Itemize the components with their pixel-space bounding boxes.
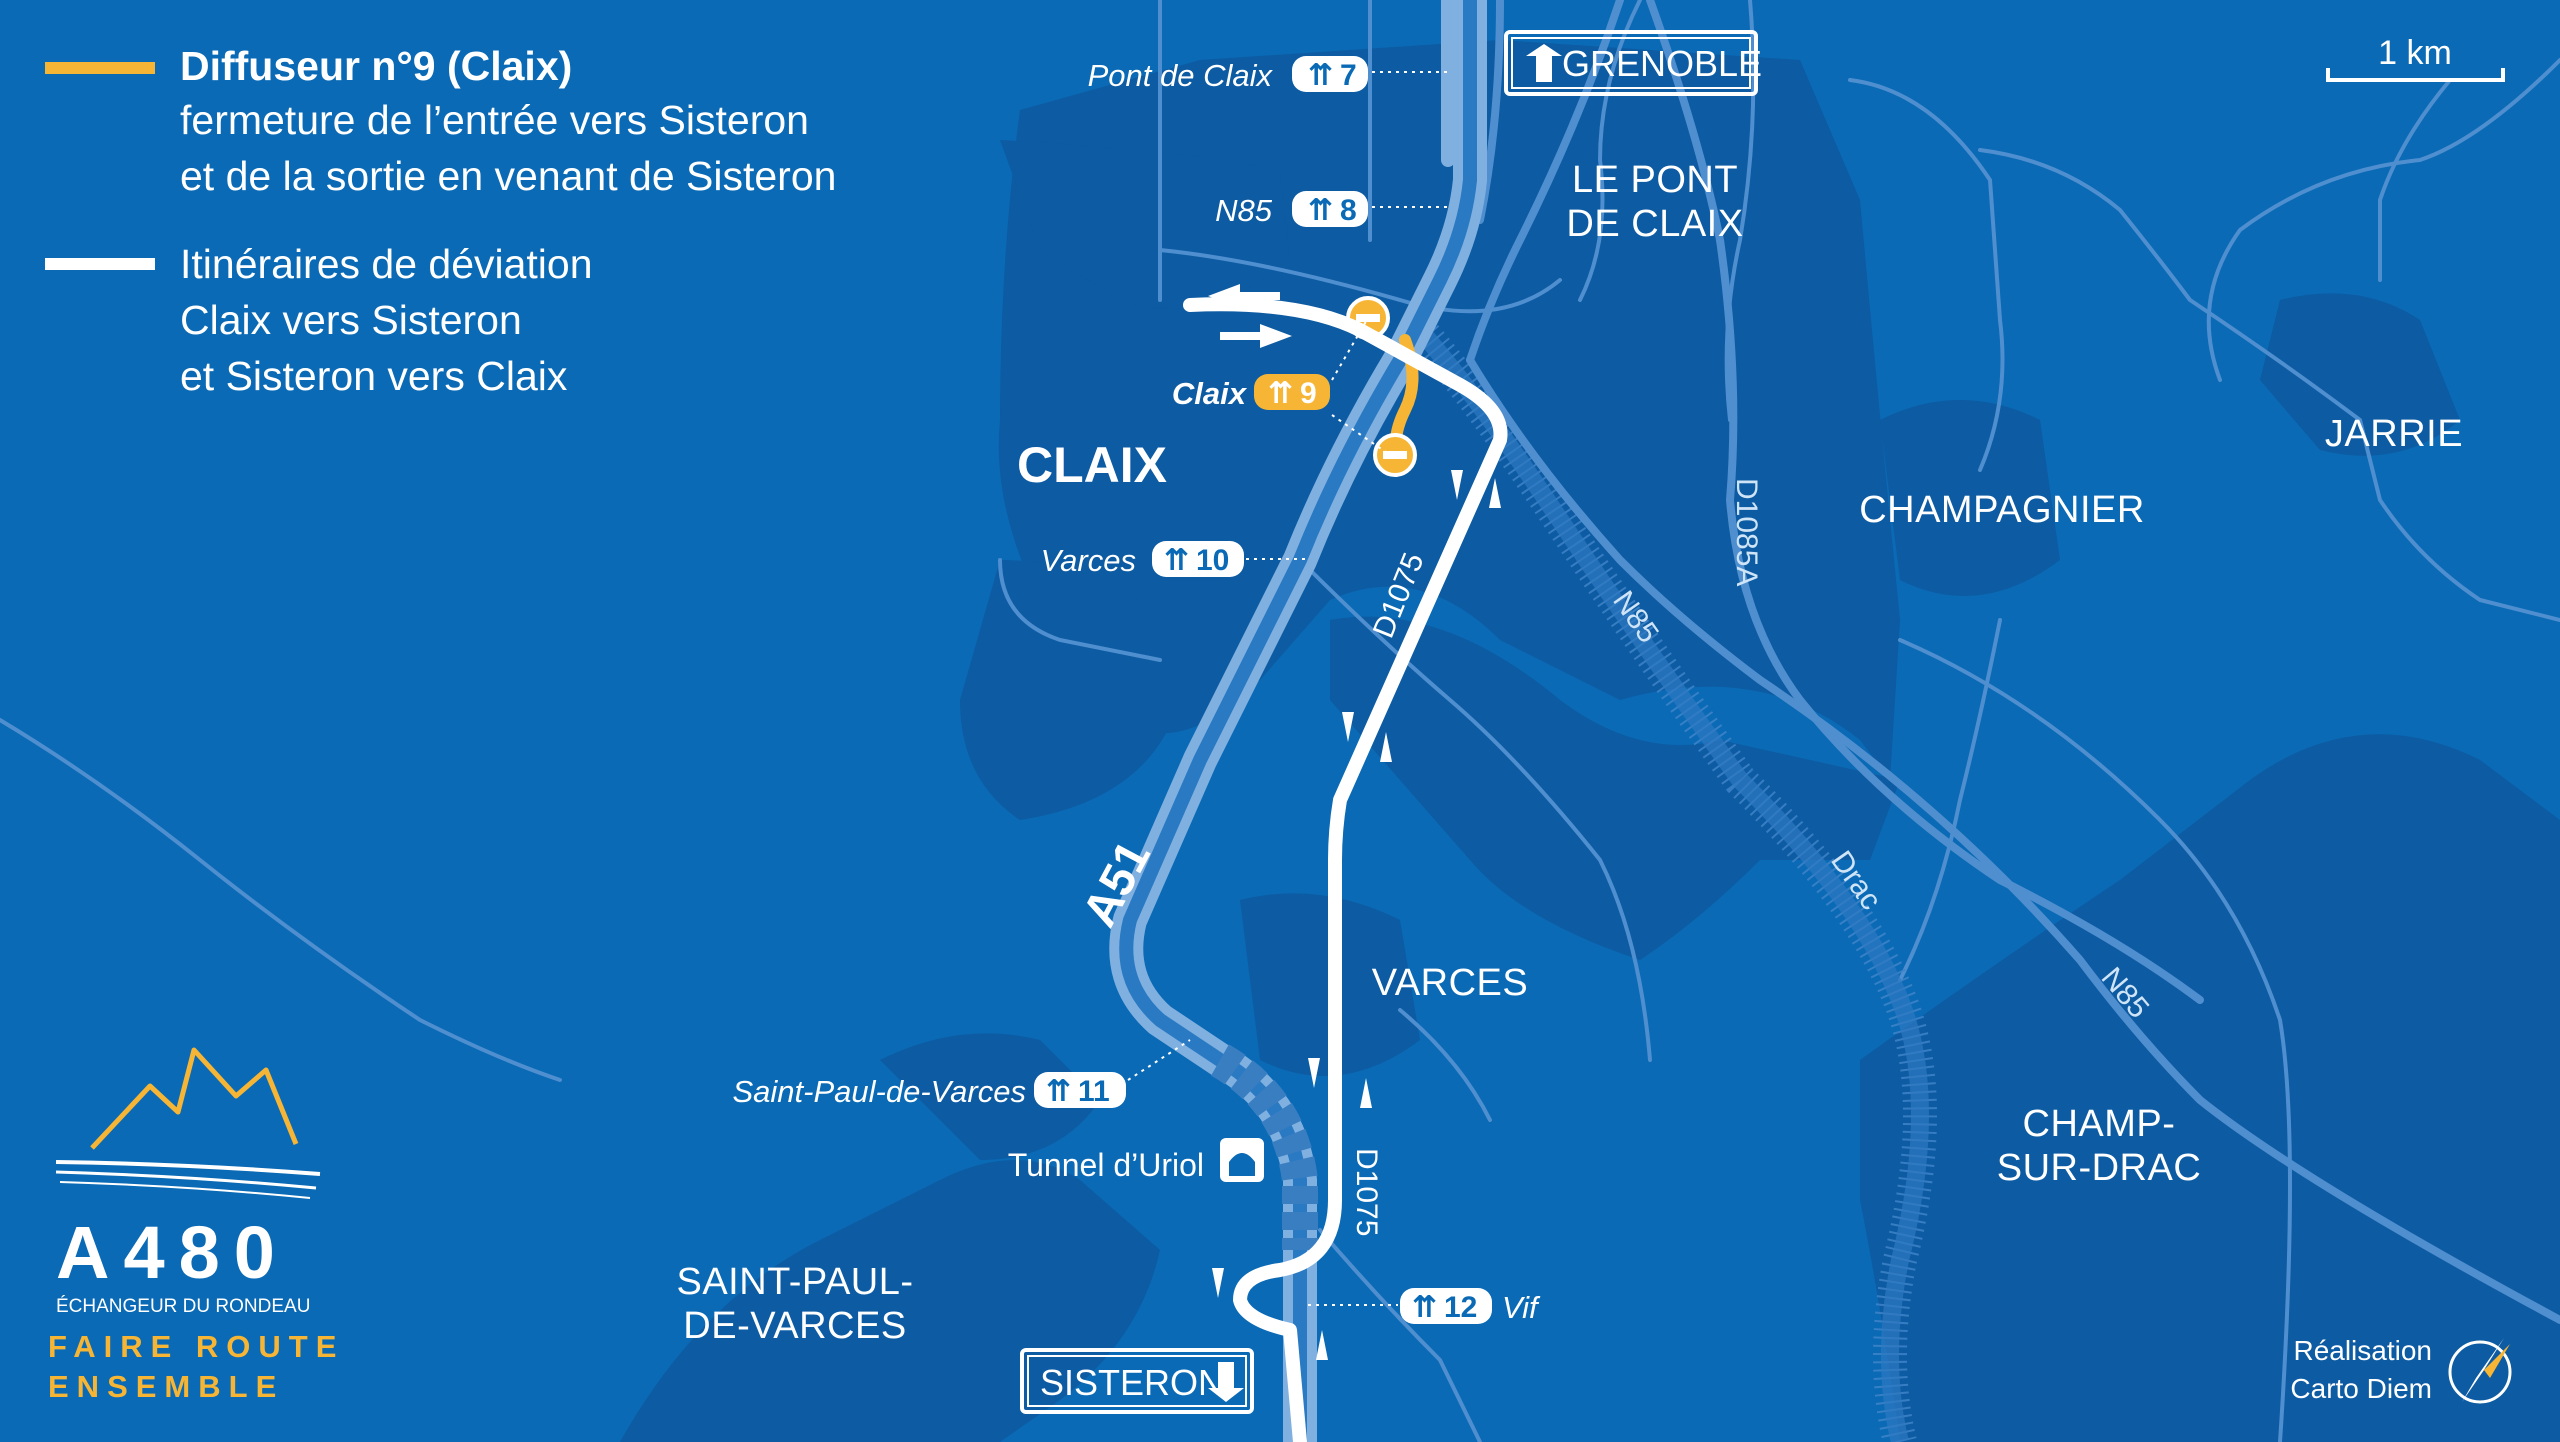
exit-name-7: Pont de Claix (1088, 58, 1274, 93)
d1085a-road (1646, 0, 2204, 1004)
exit-number-8: 8 (1340, 194, 1357, 227)
exit-badge-12 (1400, 1288, 1492, 1324)
mountain-logo (90, 1047, 299, 1150)
exit-badge-11 (1034, 1072, 1126, 1108)
place-champ-line2: SUR-DRAC (1997, 1147, 2202, 1189)
credit-line2: Carto Diem (2290, 1373, 2432, 1404)
credit-line1: Réalisation (2293, 1335, 2432, 1366)
exit-name-11: Saint-Paul-de-Varces (733, 1074, 1027, 1109)
exit-number-11: 11 (1078, 1075, 1110, 1108)
n85-north (1466, 0, 1624, 364)
legend-item1-line2: et de la sortie en venant de Sisteron (180, 153, 836, 199)
compass-icon (2448, 1340, 2512, 1404)
legend-swatch-closure (45, 62, 155, 74)
arrow-up-icon (1526, 44, 1562, 82)
exit-icon: ⇈ (1268, 377, 1293, 410)
exit-number-7: 7 (1340, 59, 1357, 92)
scale-label: 1 km (2378, 34, 2452, 72)
brand-block: A480 ÉCHANGEUR DU RONDEAU FAIRE ROUTE EN… (48, 1047, 344, 1404)
brand-slogan-line1: FAIRE ROUTE (48, 1329, 344, 1364)
exit-icon: ⇈ (1308, 194, 1333, 227)
exit-icon: ⇈ (1412, 1291, 1437, 1324)
legend-item1-line1: fermeture de l’entrée vers Sisteron (180, 97, 809, 143)
legend-item1-title: Diffuseur n°9 (Claix) (180, 43, 572, 89)
arrow-down-icon (1208, 1362, 1244, 1402)
exit-name-8: N85 (1215, 193, 1273, 228)
road-label-d1075-south: D1075 (1350, 1148, 1383, 1236)
tunnel-label: Tunnel d’Uriol (1008, 1147, 1204, 1183)
exit-leaders (1127, 71, 1448, 1306)
exit-name-10: Varces (1041, 543, 1136, 578)
exit-badges: Pont de Claix ⇈ 7 N85 ⇈ 8 Claix ⇈ 9 Varc… (733, 56, 1541, 1325)
legend-item2-line2: Claix vers Sisteron (180, 297, 522, 343)
tunnel-marker: Tunnel d’Uriol (1008, 1138, 1264, 1183)
road-label-d1085a: D1085A (1730, 478, 1763, 586)
exit-icon: ⇈ (1308, 59, 1333, 92)
place-champagnier: CHAMPAGNIER (1859, 489, 2145, 531)
motorway (1109, 0, 1487, 1442)
place-varces: VARCES (1372, 962, 1528, 1004)
tunnel-section (1210, 1044, 1318, 1250)
brand-slogan-line2: ENSEMBLE (48, 1369, 284, 1404)
place-stpaul-line2: DE-VARCES (683, 1305, 906, 1347)
exit-badge-7 (1292, 56, 1368, 92)
place-le-pont-line1: LE PONT (1572, 159, 1738, 201)
legend: Diffuseur n°9 (Claix) fermeture de l’ent… (45, 43, 836, 399)
exit-icon: ⇈ (1164, 544, 1189, 577)
place-labels: LE PONT DE CLAIX CLAIX CHAMPAGNIER JARRI… (676, 159, 2463, 1347)
place-jarrie: JARRIE (2325, 413, 2463, 455)
exit-badge-9 (1254, 374, 1330, 410)
direction-arrows (1208, 284, 1501, 1360)
detour-route (1183, 297, 1508, 1442)
exit-number-12: 12 (1444, 1291, 1477, 1324)
scale-bar: 1 km (2326, 34, 2505, 82)
legend-item2-line1: Itinéraires de déviation (180, 241, 593, 287)
road-logo (55, 1160, 321, 1176)
place-claix: CLAIX (1017, 437, 1167, 493)
urban-areas (620, 40, 2560, 1442)
legend-item2-line3: et Sisteron vers Claix (180, 353, 568, 399)
sign-grenoble-label: GRENOBLE (1562, 43, 1762, 84)
exit-icon: ⇈ (1046, 1075, 1071, 1108)
sign-sisteron: SISTERON (1020, 1348, 1254, 1414)
credit-block: Réalisation Carto Diem (2290, 1335, 2512, 1404)
brand-title: A480 (56, 1211, 289, 1294)
place-champ-line1: CHAMP- (2023, 1103, 2176, 1145)
place-le-pont-line2: DE CLAIX (1566, 203, 1743, 245)
n85-road (1466, 356, 2560, 1324)
exit-badge-8 (1292, 191, 1368, 227)
brand-subtitle: ÉCHANGEUR DU RONDEAU (56, 1296, 310, 1317)
place-stpaul-line1: SAINT-PAUL- (676, 1261, 913, 1303)
sign-sisteron-label: SISTERON (1040, 1362, 1224, 1403)
exit-name-9: Claix (1172, 376, 1248, 411)
drac-river-bed (1413, 324, 1929, 1442)
legend-swatch-detour (45, 258, 155, 270)
exit-number-9: 9 (1300, 377, 1317, 410)
sign-grenoble: GRENOBLE (1504, 30, 1762, 96)
exit-name-12: Vif (1502, 1290, 1541, 1325)
exit-badge-10 (1152, 541, 1244, 577)
exit-number-10: 10 (1196, 544, 1229, 577)
